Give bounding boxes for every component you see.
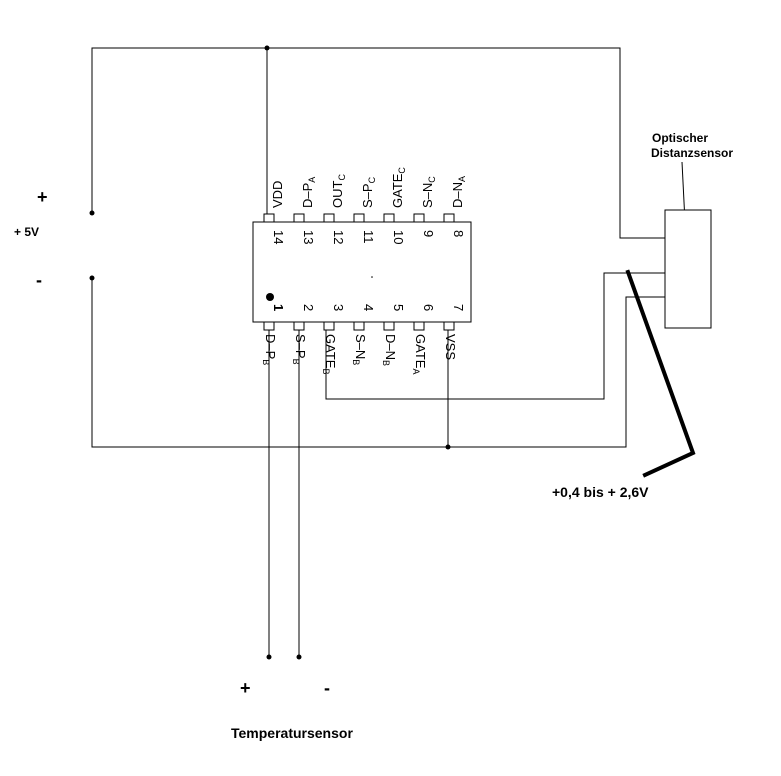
pin-number-10: 10 bbox=[391, 230, 406, 244]
pin-label-d-pb: D–PB bbox=[261, 334, 278, 365]
pin-label-d-nb: D–NB bbox=[381, 334, 398, 366]
wire-gate-b-signal bbox=[325, 272, 665, 400]
pin-number-2: 2 bbox=[301, 304, 316, 311]
pin-stub-14 bbox=[263, 213, 275, 223]
pin-label-vss: VSS bbox=[443, 334, 458, 360]
terminal-temp-plus bbox=[266, 654, 272, 660]
pin-label-s-pb: S–PB bbox=[291, 334, 308, 365]
pin-number-4: 4 bbox=[361, 304, 376, 311]
pin-number-13: 13 bbox=[301, 230, 316, 244]
pin-label-gate-c: GATEC bbox=[390, 167, 407, 208]
top-pin-labels: VDD D–PA OUTC S–PC GATEC S–NC D–NA bbox=[270, 167, 467, 208]
pin-stub-4 bbox=[353, 321, 365, 331]
pin-number-14: 14 bbox=[271, 230, 286, 244]
pin-stub-1 bbox=[263, 321, 275, 331]
pin-number-3: 3 bbox=[331, 304, 346, 311]
pin-label-gate-a: GATEA bbox=[411, 334, 428, 374]
pin-label-out-c: OUTC bbox=[330, 174, 347, 208]
pin-stub-5 bbox=[383, 321, 395, 331]
power-minus-label: - bbox=[36, 270, 42, 290]
ic-pin-stubs bbox=[263, 213, 455, 331]
terminal-minus bbox=[89, 275, 95, 281]
pin-stub-9 bbox=[413, 213, 425, 223]
voltage-pointer bbox=[625, 269, 696, 478]
pin-number-11: 11 bbox=[361, 230, 376, 244]
pin-stub-3 bbox=[323, 321, 335, 331]
node-vdd bbox=[264, 45, 270, 51]
pin-label-s-pc: S–PC bbox=[360, 176, 377, 208]
ic-center-dot bbox=[371, 276, 373, 278]
temp-plus-label: + bbox=[240, 678, 251, 698]
pin-label-gate-b: GATEB bbox=[321, 334, 338, 374]
optical-sensor-label-1: Optischer bbox=[652, 131, 708, 145]
pin-stub-13 bbox=[293, 213, 305, 223]
top-pin-numbers: 14 13 12 11 10 9 8 bbox=[271, 230, 466, 244]
power-plus-label: + bbox=[37, 187, 48, 207]
optical-sensor-label-2: Distanzsensor bbox=[651, 146, 733, 160]
bottom-pin-numbers: 1 2 3 4 5 6 7 bbox=[271, 304, 466, 311]
pin-stub-7 bbox=[443, 321, 455, 331]
voltage-range-label: +0,4 bis + 2,6V bbox=[552, 484, 649, 500]
pin-label-s-nc: S–NC bbox=[420, 176, 437, 208]
wire-plus-rail bbox=[91, 47, 665, 239]
pin-stub-10 bbox=[383, 213, 395, 223]
pin-number-9: 9 bbox=[421, 230, 436, 237]
optical-sensor-body bbox=[664, 209, 712, 329]
temp-sensor-label: Temperatursensor bbox=[231, 725, 353, 741]
bottom-pin-labels: D–PB S–PB GATEB S–NB D–NB GATEA VSS bbox=[261, 334, 458, 374]
terminal-temp-minus bbox=[296, 654, 302, 660]
pin-stub-6 bbox=[413, 321, 425, 331]
pin-number-6: 6 bbox=[421, 304, 436, 311]
pin-number-7: 7 bbox=[451, 304, 466, 311]
node-vss bbox=[445, 444, 451, 450]
pin-label-vdd: VDD bbox=[270, 181, 285, 208]
pin-number-12: 12 bbox=[331, 230, 346, 244]
pin-stub-8 bbox=[443, 213, 455, 223]
pin-label-d-na: D–NA bbox=[450, 176, 467, 208]
terminal-plus bbox=[89, 210, 95, 216]
pin-stub-2 bbox=[293, 321, 305, 331]
pin-number-5: 5 bbox=[391, 304, 406, 311]
power-voltage-label: + 5V bbox=[14, 225, 39, 239]
pin-label-s-nb: S–NB bbox=[351, 334, 368, 365]
ic-pin1-marker bbox=[266, 293, 274, 301]
pin-number-1: 1 bbox=[271, 304, 286, 311]
pin-label-d-pa: D–PA bbox=[300, 177, 317, 208]
temp-minus-label: - bbox=[324, 678, 330, 698]
pin-number-8: 8 bbox=[451, 230, 466, 237]
pin-stub-11 bbox=[353, 213, 365, 223]
pin-stub-12 bbox=[323, 213, 335, 223]
